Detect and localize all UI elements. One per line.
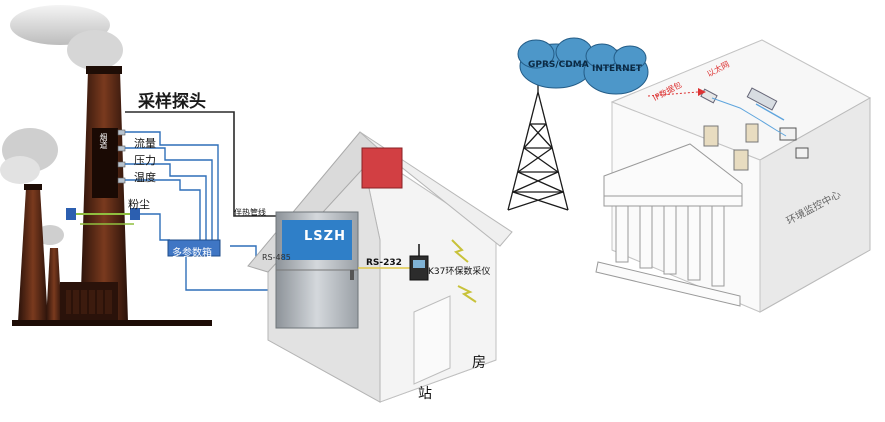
- factory-building: [12, 282, 212, 326]
- cloud-internet: [583, 43, 649, 95]
- cloud-gprs: [517, 37, 593, 89]
- house-door: [413, 295, 451, 385]
- wireless-bolt-1: [451, 239, 469, 263]
- rs232-label: RS-232: [366, 258, 402, 268]
- sampling-probe-label: 采样探头: [138, 92, 206, 112]
- classical-portico: [595, 143, 743, 307]
- chimney-left: [18, 184, 48, 322]
- multi-param-box-label: 多参数箱: [172, 248, 212, 259]
- cabinet-brand-label: LSZH: [304, 229, 346, 244]
- k37-data-logger: [409, 244, 429, 281]
- heat-trace-line: [125, 111, 278, 217]
- flue-section: [92, 128, 118, 198]
- gprs-cdma-label: GPRS/CDMA: [528, 60, 589, 70]
- temperature-label: 温度: [134, 171, 156, 184]
- ip-arrow-head: [698, 88, 706, 96]
- pressure-label: 压力: [134, 154, 156, 167]
- flue-label: 烟道: [99, 133, 108, 149]
- lan-cables: [711, 97, 787, 137]
- servers-icon: [703, 123, 759, 171]
- chimney-small: [46, 248, 62, 322]
- analyzer-cabinet: [275, 211, 359, 329]
- multi-param-box: [167, 239, 221, 257]
- dust-label: 粉尘: [128, 198, 150, 211]
- station-label-fang: 房: [472, 355, 486, 371]
- flow-label: 流量: [134, 137, 156, 150]
- transmission-tower: [507, 78, 569, 211]
- ip-packet-arrow: [647, 91, 699, 97]
- heat-pipe-label: 伴热管线: [234, 208, 266, 217]
- house-chimney: [361, 147, 403, 189]
- wireless-bolt-2: [457, 285, 477, 303]
- workstation-icon: [779, 127, 809, 159]
- rs485-label: RS-485: [262, 253, 291, 262]
- dust-sensor: [66, 208, 140, 225]
- signal-cables: [125, 131, 278, 291]
- internet-label: INTERNET: [592, 64, 642, 74]
- station-label-zhan: 站: [418, 386, 432, 402]
- smoke-plumes: [0, 5, 123, 245]
- network-switch: [746, 87, 785, 121]
- k37-logger-label: K37环保数采仪: [428, 267, 491, 277]
